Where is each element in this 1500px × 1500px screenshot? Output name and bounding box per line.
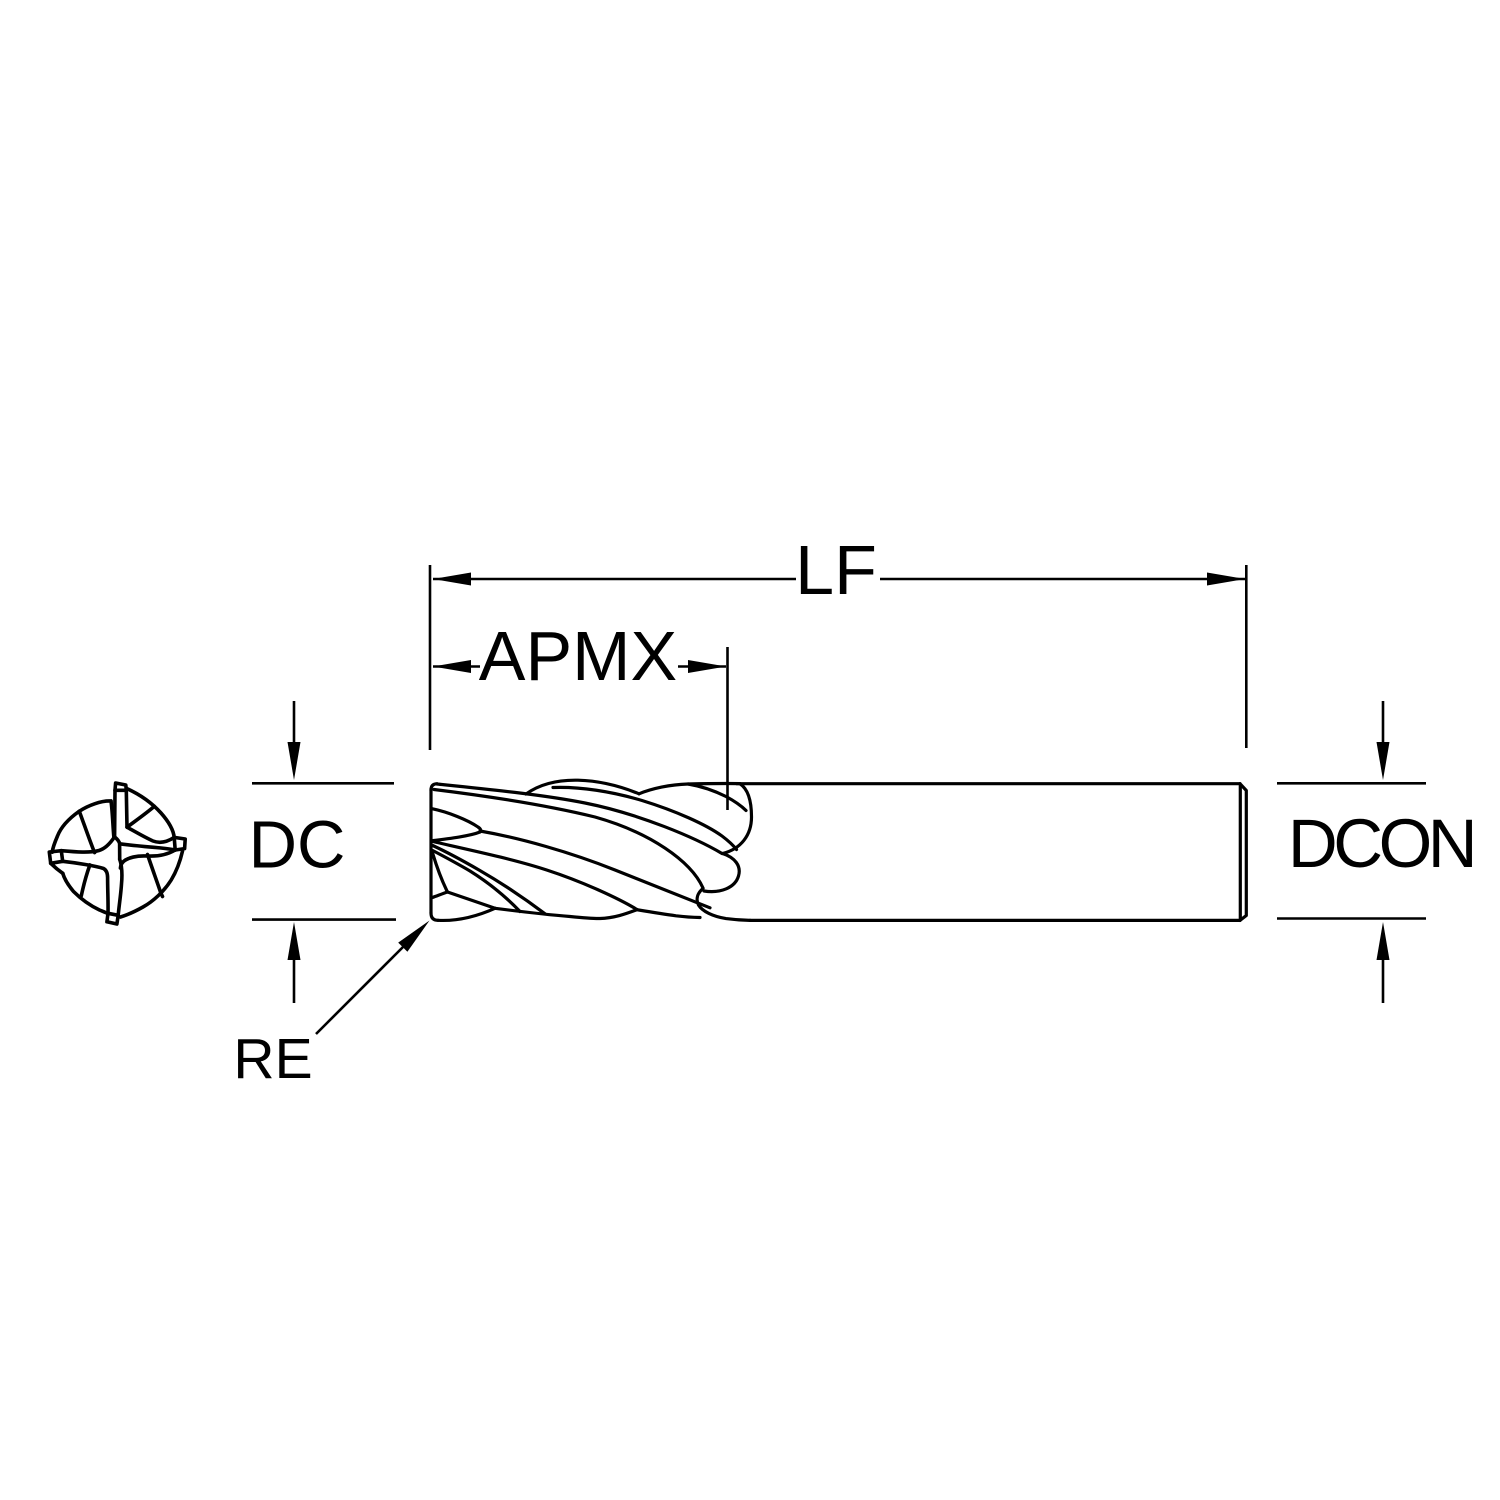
svg-text:DC: DC <box>249 808 346 883</box>
svg-text:APMX: APMX <box>479 617 677 695</box>
svg-text:LF: LF <box>795 531 877 609</box>
svg-text:RE: RE <box>233 1027 312 1091</box>
svg-text:DCON: DCON <box>1288 805 1473 882</box>
